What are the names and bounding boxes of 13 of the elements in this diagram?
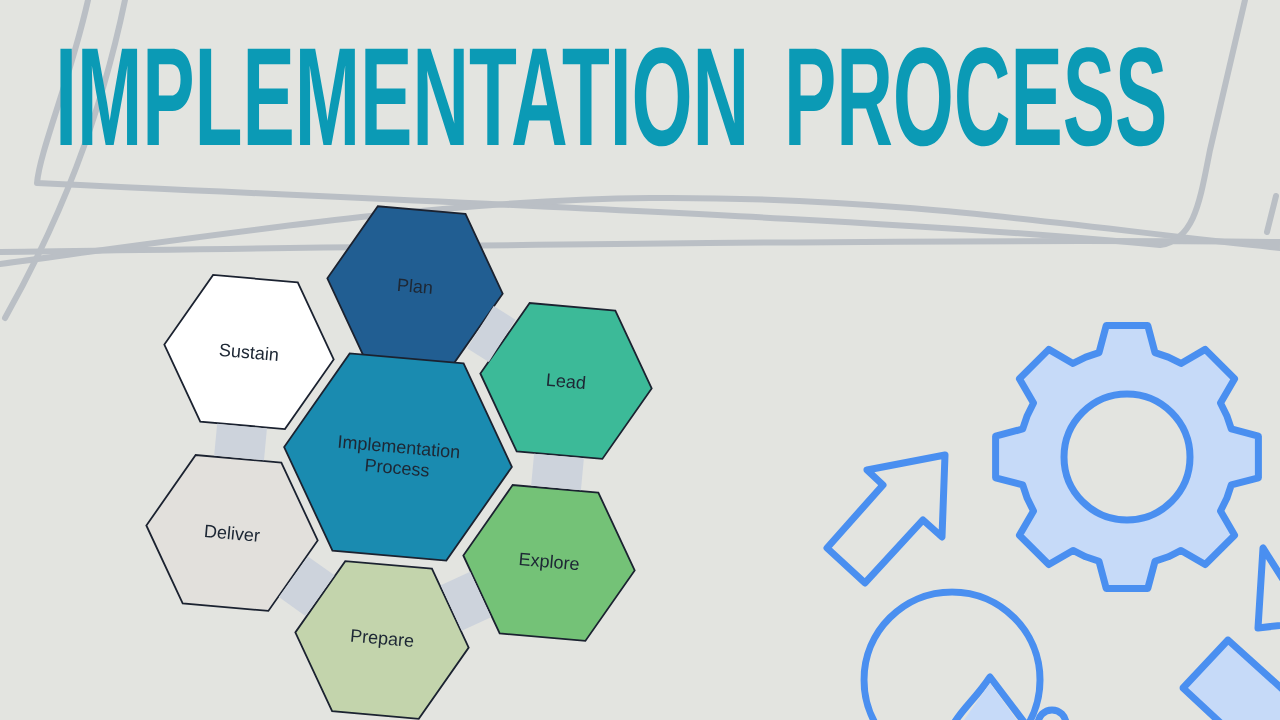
hexagon-tile: Prepare [294,560,470,720]
hexagon-tile: Plan [326,205,504,367]
connector-band [467,305,516,362]
hexagon-tile: Sustain [163,274,335,430]
hexagon-tile: Deliver [145,454,319,612]
hexagon-tile: Explore [462,484,636,642]
connector-band [531,453,584,491]
hexagon-tile: Lead [479,302,653,460]
title: IMPLEMENTATION PROCESS [60,47,1165,147]
connector-band [440,571,492,631]
center-hexagon: Implementation Process [283,352,513,562]
connector-band [214,423,267,461]
connector-band [278,556,335,617]
